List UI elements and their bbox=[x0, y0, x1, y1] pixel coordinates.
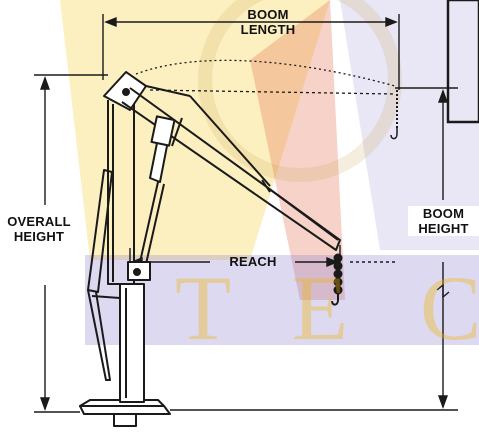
watermark-yellow-wedge bbox=[60, 0, 330, 260]
top-right-box bbox=[446, 0, 479, 124]
hook bbox=[331, 294, 339, 306]
overall-height-label-line2: HEIGHT bbox=[13, 229, 65, 244]
overall-height-arrow-top bbox=[40, 75, 50, 90]
boom-height-label: BOOM HEIGHT bbox=[408, 206, 479, 236]
chain-link-5 bbox=[333, 285, 343, 295]
watermark-blue-wedge bbox=[340, 0, 479, 250]
watermark-ring bbox=[198, 0, 402, 182]
crane bbox=[79, 59, 398, 427]
ram-mount-pin bbox=[133, 268, 141, 276]
boom-length-arrow-right bbox=[385, 16, 398, 28]
hydraulic-clamp bbox=[150, 115, 176, 147]
watermark-red-wedge bbox=[250, 0, 345, 300]
boom-pivot bbox=[122, 88, 130, 96]
boom-height-arrow-bottom bbox=[438, 395, 448, 410]
handle-strut bbox=[91, 295, 121, 299]
overall-height-label: OVERALL HEIGHT bbox=[0, 214, 78, 244]
boom-height-break bbox=[436, 283, 450, 299]
boom-length-label: BOOM LENGTH bbox=[224, 7, 312, 37]
boom-inner-section bbox=[267, 187, 339, 241]
boom-section-joint bbox=[261, 179, 271, 193]
mast bbox=[107, 98, 135, 285]
mast-sleeve bbox=[119, 283, 145, 403]
reach-arrow-right bbox=[326, 256, 339, 268]
reach-label: REACH bbox=[229, 254, 277, 269]
boom-length-label-line2: LENGTH bbox=[240, 22, 296, 37]
background-watermark bbox=[60, 0, 479, 345]
boom-height-label-line1: BOOM bbox=[422, 206, 465, 221]
boom-top-edge bbox=[145, 85, 191, 97]
overall-height-arrow-bottom bbox=[40, 397, 50, 412]
handle-brace bbox=[87, 289, 111, 381]
watermark-letter-e: E bbox=[292, 257, 349, 359]
base-stub bbox=[113, 413, 137, 427]
watermark-letter-t: T bbox=[175, 257, 232, 359]
boom bbox=[121, 87, 341, 251]
boom-brace bbox=[189, 95, 271, 187]
watermark-letter-c: C bbox=[420, 257, 479, 359]
boom-extended-lower bbox=[149, 89, 395, 95]
overall-height-label-line1: OVERALL bbox=[7, 214, 71, 229]
boom-extended-outline bbox=[135, 59, 396, 87]
boom-length-label-line1: BOOM bbox=[247, 7, 289, 22]
hook-extended bbox=[390, 128, 398, 140]
boom-height-label-line2: HEIGHT bbox=[418, 221, 469, 236]
dimension-lines bbox=[34, 14, 458, 413]
boom-height-arrow-top bbox=[438, 88, 448, 103]
hydraulic-upper-link bbox=[171, 117, 183, 147]
boom-length-arrow-left bbox=[104, 16, 117, 28]
base-plate bbox=[79, 405, 171, 415]
pump-handle bbox=[87, 169, 113, 293]
